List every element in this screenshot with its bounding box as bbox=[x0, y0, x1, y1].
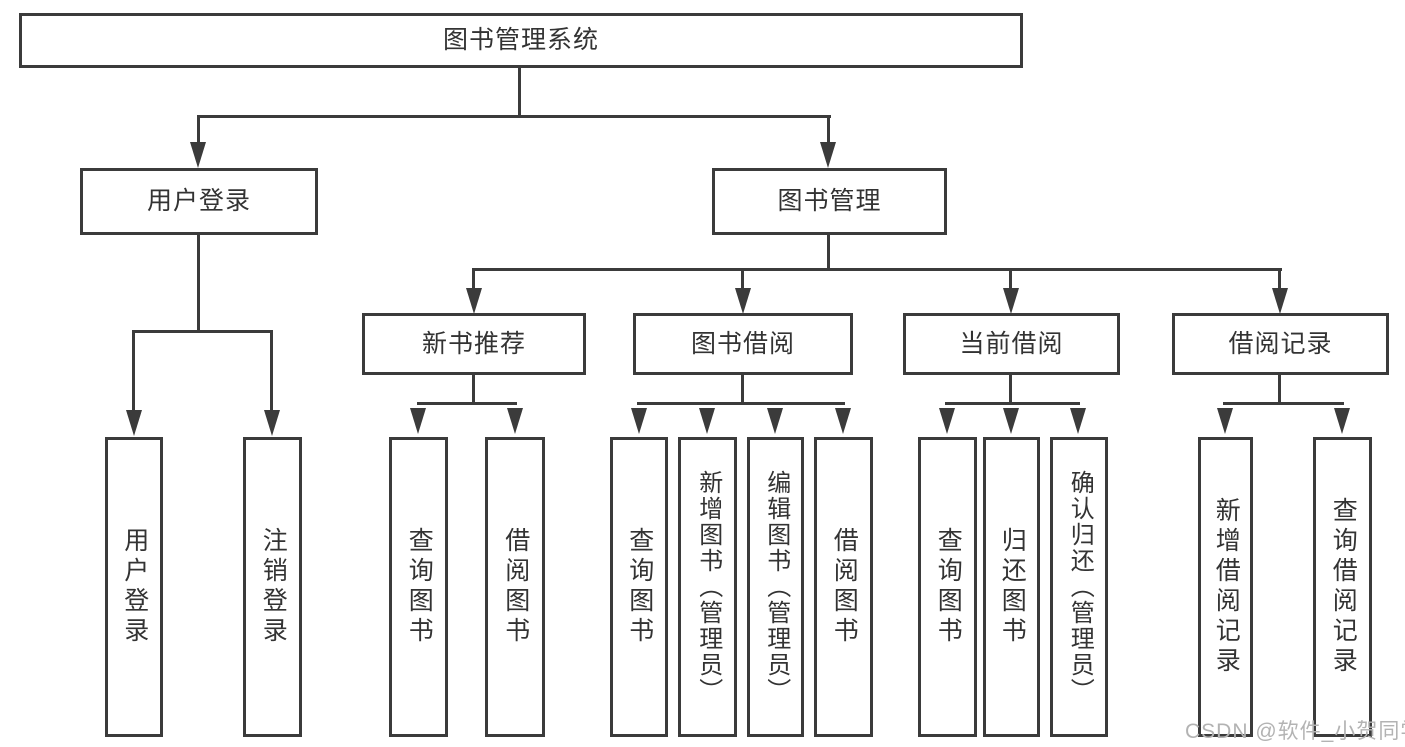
leaf-query-book-3: 查询图书 bbox=[918, 437, 977, 737]
leaf-query-borrow-record: 查询借阅记录 bbox=[1313, 437, 1372, 737]
arrowhead-down-icon bbox=[410, 408, 426, 434]
arrowhead-down-icon bbox=[1070, 408, 1086, 434]
leaf-borrow-book-1: 借阅图书 bbox=[485, 437, 545, 737]
arrowhead-down-icon bbox=[190, 142, 206, 168]
connector-line bbox=[472, 271, 475, 289]
arrowhead-down-icon bbox=[699, 408, 715, 434]
leaf-query-book-2: 查询图书 bbox=[610, 437, 668, 737]
node-borrow-record: 借阅记录 bbox=[1172, 313, 1389, 375]
arrowhead-down-icon bbox=[820, 142, 836, 168]
leaf-add-book-admin: 新增图书（管理员） bbox=[678, 437, 737, 737]
leaf-return-book: 归还图书 bbox=[983, 437, 1040, 737]
leaf-query-book-2-label: 查询图书 bbox=[625, 527, 654, 647]
node-new-book-recommend: 新书推荐 bbox=[362, 313, 586, 375]
connector-line bbox=[741, 271, 744, 289]
node-book-borrow-label: 图书借阅 bbox=[690, 329, 795, 358]
leaf-add-borrow-record-label: 新增借阅记录 bbox=[1212, 497, 1241, 677]
arrowhead-down-icon bbox=[631, 408, 647, 434]
leaf-edit-book-admin: 编辑图书（管理员） bbox=[747, 437, 804, 737]
arrowhead-down-icon bbox=[507, 408, 523, 434]
leaf-user-login: 用户登录 bbox=[105, 437, 163, 737]
arrowhead-down-icon bbox=[1003, 288, 1019, 314]
connector-line bbox=[197, 118, 200, 144]
connector-line bbox=[417, 402, 517, 405]
node-borrow-record-label: 借阅记录 bbox=[1228, 329, 1333, 358]
connector-line bbox=[945, 402, 1080, 405]
arrowhead-down-icon bbox=[939, 408, 955, 434]
node-user-login-label: 用户登录 bbox=[146, 187, 251, 215]
leaf-logout-label: 注销登录 bbox=[259, 527, 288, 647]
leaf-confirm-return-admin-label: 确认归还（管理员） bbox=[1066, 470, 1094, 704]
connector-line bbox=[270, 333, 273, 410]
leaf-borrow-book-2: 借阅图书 bbox=[814, 437, 873, 737]
arrowhead-down-icon bbox=[1003, 408, 1019, 434]
node-root-system: 图书管理系统 bbox=[19, 13, 1023, 68]
node-user-login: 用户登录 bbox=[80, 168, 318, 235]
connector-line bbox=[472, 268, 1282, 271]
connector-line bbox=[1009, 271, 1012, 289]
connector-line bbox=[827, 118, 830, 144]
node-book-borrow: 图书借阅 bbox=[633, 313, 853, 375]
connector-line bbox=[132, 333, 135, 410]
leaf-borrow-book-2-label: 借阅图书 bbox=[830, 527, 859, 647]
arrowhead-down-icon bbox=[767, 408, 783, 434]
leaf-query-borrow-record-label: 查询借阅记录 bbox=[1329, 497, 1358, 677]
arrowhead-down-icon bbox=[835, 408, 851, 434]
arrowhead-down-icon bbox=[264, 410, 280, 436]
connector-line bbox=[518, 68, 521, 118]
arrowhead-down-icon bbox=[466, 288, 482, 314]
connector-line bbox=[637, 402, 845, 405]
node-root-label: 图书管理系统 bbox=[442, 26, 599, 54]
arrowhead-down-icon bbox=[126, 410, 142, 436]
connector-line bbox=[472, 375, 475, 405]
leaf-add-borrow-record: 新增借阅记录 bbox=[1198, 437, 1253, 737]
connector-line bbox=[197, 115, 831, 118]
connector-line bbox=[1278, 375, 1281, 405]
arrowhead-down-icon bbox=[1272, 288, 1288, 314]
watermark: CSDN @软件_小贺同学 bbox=[1185, 720, 1405, 743]
connector-line bbox=[1009, 375, 1012, 405]
leaf-query-book-1-label: 查询图书 bbox=[405, 527, 434, 647]
arrowhead-down-icon bbox=[1217, 408, 1233, 434]
connector-line bbox=[827, 235, 830, 271]
connector-line bbox=[1278, 271, 1281, 289]
connector-line bbox=[197, 235, 200, 333]
node-new-book-recommend-label: 新书推荐 bbox=[421, 329, 526, 358]
leaf-borrow-book-1-label: 借阅图书 bbox=[501, 527, 530, 647]
leaf-add-book-admin-label: 新增图书（管理员） bbox=[694, 470, 722, 704]
connector-line bbox=[1223, 402, 1344, 405]
node-current-borrow-label: 当前借阅 bbox=[959, 329, 1064, 358]
leaf-query-book-3-label: 查询图书 bbox=[934, 527, 963, 647]
node-book-management-label: 图书管理 bbox=[777, 187, 882, 215]
leaf-query-book-1: 查询图书 bbox=[389, 437, 448, 737]
leaf-confirm-return-admin: 确认归还（管理员） bbox=[1050, 437, 1108, 737]
connector-line bbox=[132, 330, 273, 333]
leaf-logout: 注销登录 bbox=[243, 437, 302, 737]
node-current-borrow: 当前借阅 bbox=[903, 313, 1120, 375]
arrowhead-down-icon bbox=[735, 288, 751, 314]
leaf-edit-book-admin-label: 编辑图书（管理员） bbox=[762, 470, 790, 704]
connector-line bbox=[741, 375, 744, 405]
leaf-user-login-label: 用户登录 bbox=[120, 527, 149, 647]
leaf-return-book-label: 归还图书 bbox=[998, 527, 1027, 647]
arrowhead-down-icon bbox=[1334, 408, 1350, 434]
node-book-management: 图书管理 bbox=[712, 168, 947, 235]
